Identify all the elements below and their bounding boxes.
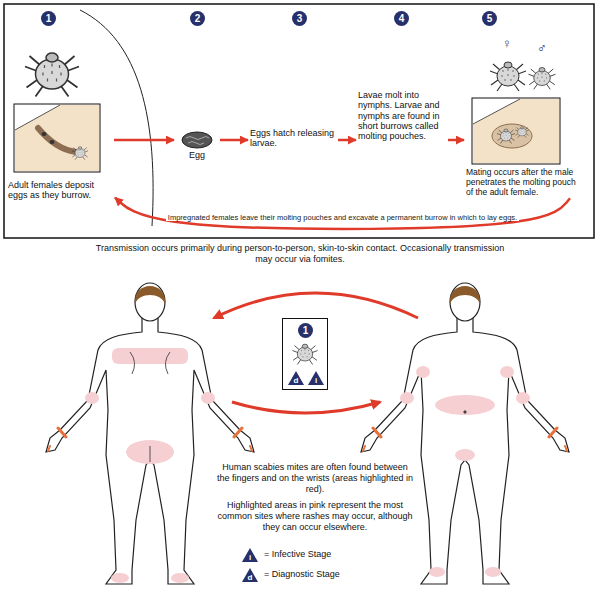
drawing-part <box>111 573 129 583</box>
drawing-part <box>171 573 189 583</box>
stage-text: Mating occurs after the male penetrates … <box>466 168 578 197</box>
drawing-part <box>492 124 532 148</box>
male-mite <box>529 68 556 90</box>
burrow-inset <box>14 104 100 172</box>
rash-area <box>85 348 530 583</box>
transmission-arrow <box>232 402 380 413</box>
drawing-part <box>515 127 529 138</box>
back-figure <box>46 283 254 584</box>
drawing-part <box>485 567 501 577</box>
cycle-arrow <box>338 139 356 142</box>
note-text: Highlighted areas in pink represent the … <box>215 500 415 532</box>
drawing-part <box>516 392 530 404</box>
cycle-arrow <box>448 139 464 142</box>
drawing-part <box>130 352 170 462</box>
drawing-part <box>500 366 514 378</box>
female-mite <box>490 62 526 91</box>
callout-number: 5 <box>482 11 497 26</box>
adult-female-mite <box>25 53 79 97</box>
molting-pouch-inset <box>472 98 560 164</box>
sex-symbol: ♂ <box>537 40 547 56</box>
drawing-part <box>182 132 212 148</box>
front-figure <box>361 283 569 584</box>
body-detail <box>130 352 466 462</box>
callout-number: 1 <box>298 323 313 338</box>
drawing-part <box>497 129 515 144</box>
drawing-part <box>473 99 559 163</box>
drawing-part <box>48 446 567 451</box>
stage-symbol: i <box>308 371 324 385</box>
drawing-part <box>38 128 76 152</box>
transmission-arrow <box>214 293 418 318</box>
drawing-part <box>42 132 47 136</box>
life-stage: Mating occurs after the male penetrates … <box>466 30 578 197</box>
drawing-part <box>201 392 215 404</box>
stage-text: Adult females deposit eggs as they burro… <box>8 180 112 201</box>
drawing-part <box>455 449 475 461</box>
life-stage: Eggs hatch releasing larvae. <box>250 126 336 150</box>
drawing-part <box>472 98 560 164</box>
stage-symbol: d <box>242 568 258 582</box>
legend-text: = Infective Stage <box>264 549 331 559</box>
sex-symbol: ♀ <box>502 36 512 52</box>
drawing-part <box>15 105 99 171</box>
stage-symbol: d <box>288 371 304 385</box>
drawing-part <box>85 392 99 404</box>
note-text: Transmission occurs primarily during per… <box>90 243 510 265</box>
drawing-part <box>14 104 100 172</box>
stage-text: Lavae molt into nymphs. Larvae and nymph… <box>358 90 446 142</box>
stage-symbol: i <box>242 548 258 562</box>
callout-number: 1 <box>41 11 56 26</box>
drawing-part <box>429 567 445 577</box>
stage-text: Egg <box>176 150 218 160</box>
life-stage: Lavae molt into nymphs. Larvae and nymph… <box>358 88 446 148</box>
legend-row: = Diagnostic Stage <box>260 569 340 579</box>
life-stage: Adult females deposit eggs as they burro… <box>8 30 112 201</box>
legend-row: = Infective Stage <box>260 549 331 559</box>
drawing-part <box>186 137 209 145</box>
infective-stage-box: 1 di <box>282 318 328 390</box>
callout-number: 3 <box>292 11 307 26</box>
edge-label: Impregnated females leave their molting … <box>166 214 519 222</box>
legend-text: = Diagnostic Stage <box>264 569 340 579</box>
drawing-part <box>473 99 520 124</box>
cycle-arrow <box>220 139 248 142</box>
stage-text: Eggs hatch releasing larvae. <box>250 128 336 149</box>
drawing-part <box>464 411 466 413</box>
note-text: Human scabies mites are often found betw… <box>215 462 415 494</box>
drawing-part <box>112 348 188 364</box>
drawing-part <box>416 366 430 378</box>
life-stage: Egg <box>176 126 218 160</box>
drawing-part <box>435 395 495 415</box>
mite-site <box>48 428 567 451</box>
drawing-part <box>50 140 55 144</box>
callout-number: 2 <box>190 11 205 26</box>
infective-mite <box>292 344 317 364</box>
cycle-arrow <box>114 139 174 142</box>
cycle-frame <box>4 4 594 238</box>
callout-number: 4 <box>394 11 409 26</box>
drawing-part <box>400 392 414 404</box>
egg-icon <box>182 132 212 148</box>
drawing-part <box>58 428 557 437</box>
drawing-part <box>72 147 88 160</box>
cycle-arrow <box>115 198 570 229</box>
